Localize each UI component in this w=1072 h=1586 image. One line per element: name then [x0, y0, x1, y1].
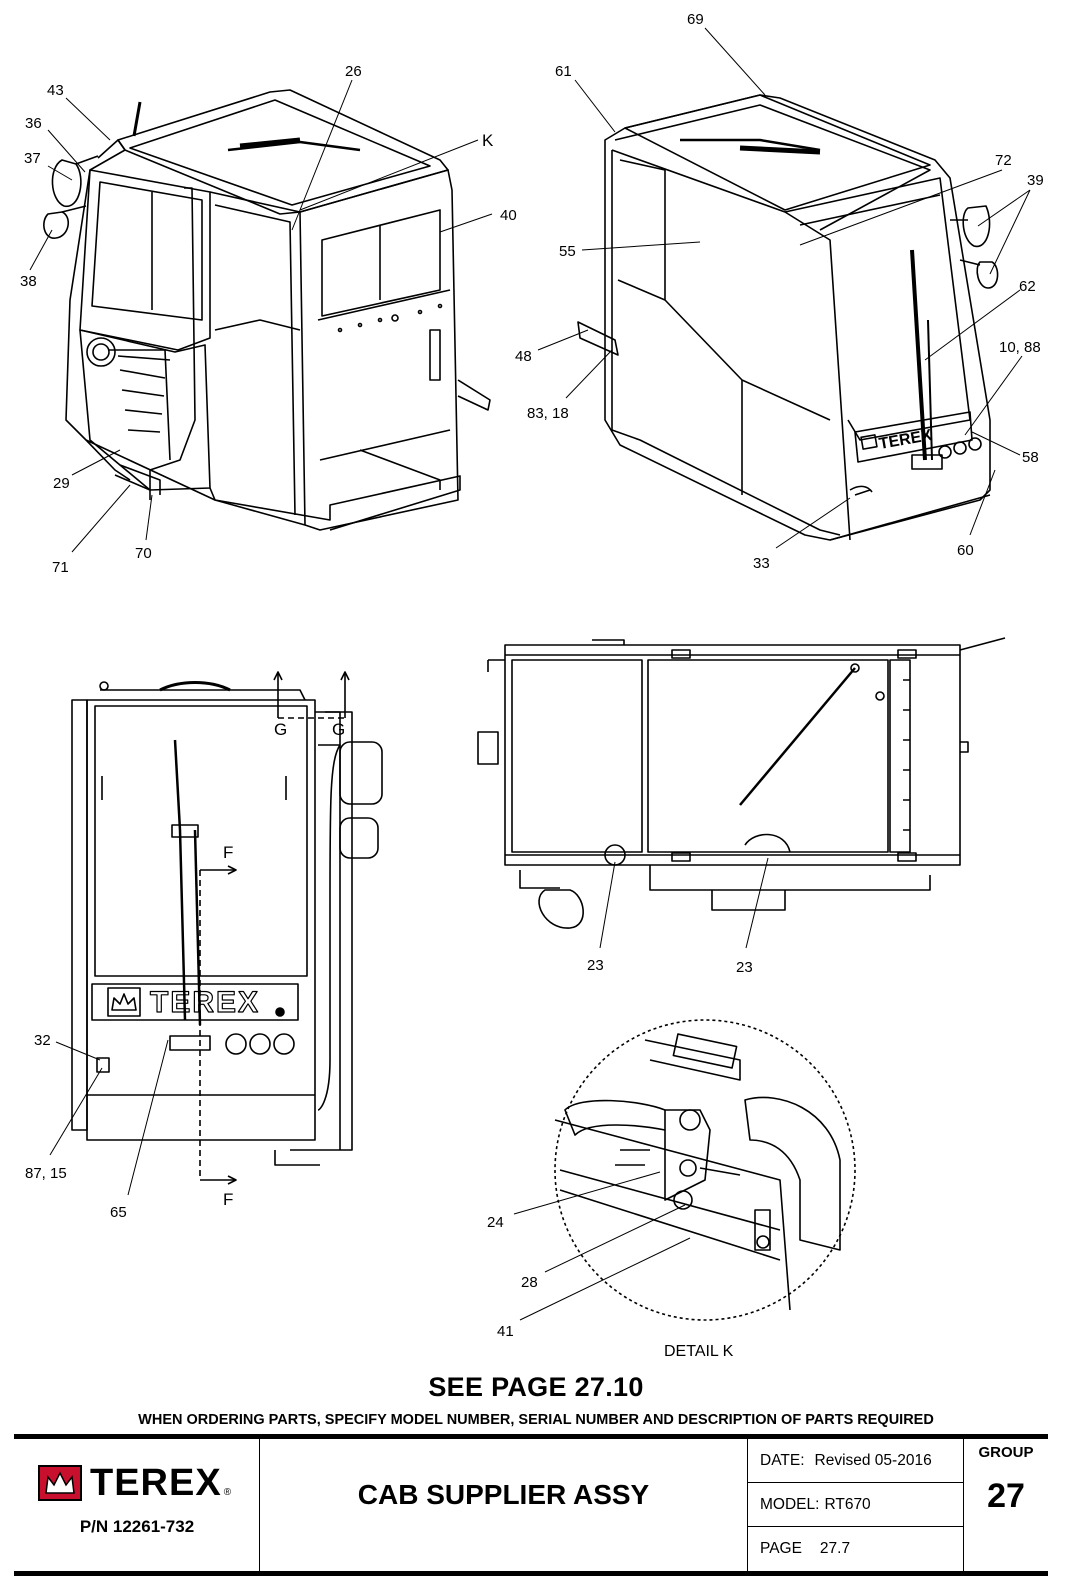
cab-assembly-drawing: TEREX — [20, 11, 1044, 1360]
callout-33: 33 — [753, 555, 770, 572]
callout-f-bottom: F — [223, 1190, 233, 1209]
callout-labels: 69 26 61 43 K 36 72 37 39 40 55 38 62 10… — [20, 11, 1044, 1360]
callout-g-left: G — [274, 720, 287, 739]
date-label: DATE: — [760, 1451, 805, 1469]
callout-69: 69 — [687, 11, 704, 28]
group-cell: GROUP 27 — [964, 1439, 1048, 1571]
terex-logo: TEREX ® — [38, 1462, 232, 1504]
logo-cell: TEREX ® P/N 12261-732 — [14, 1439, 260, 1571]
callout-g-right: G — [332, 720, 345, 739]
cab-view-front-elevation: TEREX — [71, 671, 383, 1185]
callout-23-right: 23 — [736, 959, 753, 976]
page-value: 27.7 — [819, 1540, 851, 1557]
callout-43: 43 — [47, 82, 64, 99]
see-page-note: SEE PAGE 27.10 — [428, 1372, 644, 1402]
model-label: MODEL: — [760, 1495, 820, 1513]
callout-38: 38 — [20, 273, 37, 290]
leader-lines — [29, 27, 1031, 1321]
brand-registered-mark: ® — [223, 1486, 232, 1498]
callout-83-18: 83, 18 — [527, 405, 569, 422]
callout-48: 48 — [515, 348, 532, 365]
group-label: GROUP — [978, 1444, 1034, 1461]
page-row: PAGE 27.7 — [748, 1527, 964, 1571]
callout-32: 32 — [34, 1032, 51, 1049]
group-number: 27 — [987, 1477, 1025, 1515]
detail-k-view — [554, 1019, 856, 1321]
callout-26: 26 — [345, 63, 362, 80]
part-number: P/N 12261-732 — [79, 1517, 195, 1536]
callout-37: 37 — [24, 150, 41, 167]
date-row: DATE: Revised 05-2016 — [748, 1439, 964, 1483]
callout-58: 58 — [1022, 449, 1039, 466]
ordering-note: WHEN ORDERING PARTS, SPECIFY MODEL NUMBE… — [138, 1412, 934, 1428]
decal-text: TEREX — [150, 986, 260, 1019]
callout-61: 61 — [555, 63, 572, 80]
title-cell: CAB SUPPLIER ASSY — [260, 1439, 748, 1571]
callout-87-15: 87, 15 — [25, 1165, 67, 1182]
callout-70: 70 — [135, 545, 152, 562]
callout-65: 65 — [110, 1204, 127, 1221]
drawing-title: CAB SUPPLIER ASSY — [357, 1479, 650, 1510]
page-label: PAGE — [760, 1540, 802, 1557]
callout-23-left: 23 — [587, 957, 604, 974]
callout-k: K — [482, 131, 494, 150]
callout-29: 29 — [53, 475, 70, 492]
callout-62: 62 — [1019, 278, 1036, 295]
callout-55: 55 — [559, 243, 576, 260]
callout-71: 71 — [52, 559, 69, 576]
model-value: RT670 — [824, 1495, 871, 1513]
terex-crown-icon — [38, 1465, 82, 1501]
callout-28: 28 — [521, 1274, 538, 1291]
callout-60: 60 — [957, 542, 974, 559]
cab-view-top — [477, 637, 1006, 929]
callout-10-88: 10, 88 — [999, 339, 1041, 356]
callout-36: 36 — [25, 115, 42, 132]
cab-view-rear-right: TEREX — [577, 94, 999, 541]
callout-39: 39 — [1027, 172, 1044, 189]
info-cell: DATE: Revised 05-2016 MODEL: RT670 PAGE … — [748, 1439, 964, 1571]
title-block: TEREX ® P/N 12261-732 CAB SUPPLIER ASSY … — [14, 1434, 1048, 1576]
brand-wordmark: TEREX — [90, 1462, 222, 1504]
callout-72: 72 — [995, 152, 1012, 169]
detail-k-caption: DETAIL K — [664, 1343, 734, 1360]
callout-41: 41 — [497, 1323, 514, 1340]
callout-f-top: F — [223, 843, 233, 862]
callout-24: 24 — [487, 1214, 504, 1231]
date-value: Revised 05-2016 — [814, 1451, 932, 1469]
model-row: MODEL: RT670 — [748, 1483, 964, 1527]
callout-40: 40 — [500, 207, 517, 224]
cab-view-front-left — [43, 89, 491, 531]
